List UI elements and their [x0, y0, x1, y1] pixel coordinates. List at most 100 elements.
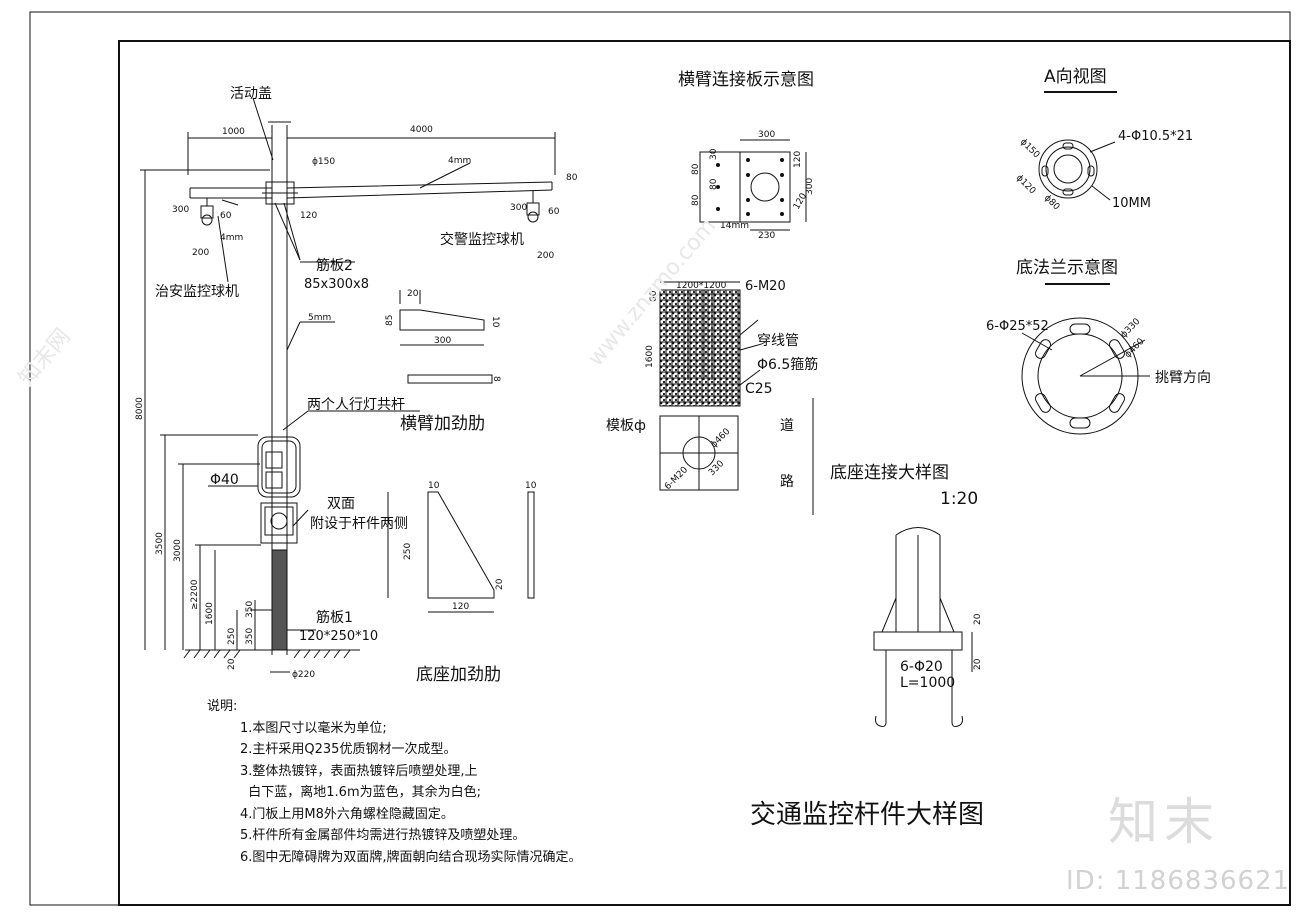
note-item: 4.门板上用M8外六角螺栓隐藏固定。 [240, 806, 454, 822]
base-flange-detail [1021, 317, 1150, 435]
dim-300-right: 300 [510, 203, 527, 213]
label-road-1: 道 [780, 418, 794, 434]
label-view-a-holes: 4-Φ10.5*21 [1118, 129, 1193, 144]
dim-cp-120: 120 [793, 151, 803, 168]
dim-8000: 8000 [135, 397, 145, 420]
note-item: 2.主杆采用Q235优质钢材一次成型。 [240, 742, 457, 757]
dim-60-left: 60 [220, 211, 232, 221]
label-security-camera: 治安监控球机 [155, 284, 239, 300]
label-road-2: 路 [780, 474, 794, 490]
dim-fd-1600: 1600 [645, 345, 655, 368]
main-title: 交通监控杆件大样图 [750, 800, 984, 830]
title-base-rib: 底座加劲肋 [416, 665, 501, 685]
note-item: 白下蓝，离地1.6m为蓝色，其余为白色; [240, 785, 481, 800]
label-bf-holes: 6-Φ25*52 [986, 319, 1049, 334]
dim-fd-330: 330 [707, 459, 726, 478]
note-item: 1.本图尺寸以毫米为单位; [240, 720, 387, 736]
dim-va-150: ϕ150 [1018, 137, 1042, 161]
dim-pipe-150: ϕ150 [312, 157, 335, 167]
dim-300-left: 300 [172, 205, 189, 215]
dim-cp-14: 14mm [720, 221, 749, 231]
dim-cp-30: 30 [709, 148, 719, 160]
label-rib1-size: 120*250*10 [299, 629, 378, 644]
dim-60-right: 60 [548, 207, 560, 217]
dim-1000: 1000 [222, 127, 245, 137]
title-view-a: A向视图 [1044, 67, 1107, 87]
dim-220: ϕ220 [292, 670, 315, 680]
dim-cp-300-side: 300 [805, 178, 815, 195]
title-arm-rib: 横臂加劲肋 [400, 414, 485, 434]
dim-250: 250 [227, 628, 237, 645]
dim-120: 120 [300, 211, 317, 221]
label-fd-template: 模板ф [606, 418, 646, 434]
label-phi40: Φ40 [210, 472, 239, 488]
label-fd-m20: 6-M20 [663, 465, 690, 492]
label-fd-stirrup: Φ6.5箍筋 [757, 356, 818, 373]
title-conn-plate: 横臂连接板示意图 [678, 70, 814, 90]
dim-1600: 1600 [205, 602, 215, 625]
label-bf-direction: 挑臂方向 [1155, 370, 1211, 386]
dim-armrib-10: 10 [490, 316, 500, 328]
dim-cp-300-top: 300 [758, 130, 775, 140]
pole-elevation [140, 97, 556, 673]
dim-va-120: ϕ120 [1014, 173, 1038, 197]
watermark-id: ID: 1186836621 [1066, 866, 1291, 896]
label-both-sides: 附设于杆件两侧 [310, 516, 408, 532]
title-base-detail: 底座连接大样图 [830, 463, 949, 483]
dim-3000: 3000 [173, 539, 183, 562]
label-rib2-name: 筋板2 [316, 257, 353, 274]
dim-200-left: 200 [192, 248, 209, 258]
title-base-flange: 底法兰示意图 [1016, 258, 1118, 278]
label-top-cap: 活动盖 [230, 86, 272, 102]
dim-cp-80c: 80 [691, 194, 701, 206]
dim-armrib-20: 20 [407, 289, 419, 299]
label-va-thickness: 10MM [1112, 196, 1151, 211]
label-anchor: 6-Φ20 [900, 659, 943, 675]
label-fd-conduit: 穿线管 [757, 333, 799, 349]
dim-baserib-120: 120 [452, 602, 469, 612]
label-fd-concrete: C25 [745, 381, 773, 397]
dim-fd-460: ϕ460 [709, 427, 733, 451]
base-connection-detail [873, 527, 973, 727]
dim-20: 20 [227, 658, 237, 670]
notes-heading: 说明: [207, 699, 238, 714]
label-fd-bolts: 6-M20 [745, 279, 786, 294]
label-shared-pole: 两个人行灯共杆 [307, 397, 405, 413]
dim-baserib-10a: 10 [428, 481, 440, 491]
dim-3500: 3500 [155, 532, 165, 555]
dim-bd-20b: 20 [973, 658, 983, 670]
dim-cp-230: 230 [758, 231, 775, 241]
label-rib2-size: 85x300x8 [304, 277, 369, 292]
watermark-brand: 知末 [1108, 793, 1220, 851]
note-item: 3.整体热镀锌，表面热镀锌后喷塑处理,上 [240, 763, 478, 779]
base-rib-detail [387, 491, 535, 613]
dim-fd-60: 60 [649, 290, 659, 302]
notes-block: 说明: 1.本图尺寸以毫米为单位; 2.主杆采用Q235优质钢材一次成型。 3.… [207, 696, 582, 868]
note-item: 5.杆件所有金属部件均需进行热镀锌及喷塑处理。 [240, 828, 526, 843]
dim-baserib-10b: 10 [525, 481, 537, 491]
dim-2200: ≥2200 [190, 579, 200, 610]
dim-200-right: 200 [537, 251, 554, 261]
label-traffic-camera: 交警监控球机 [440, 231, 524, 248]
dim-pole-5mm: 5mm [308, 313, 331, 323]
dim-arm-4mm: 4mm [448, 156, 471, 166]
dim-350-a: 350 [245, 601, 255, 618]
dim-armrib-85: 85 [385, 315, 395, 326]
arm-rib-detail [399, 290, 493, 384]
note-item: 6.图中无障碍牌为双面牌,牌面朝向结合现场实际情况确定。 [240, 849, 582, 865]
label-base-scale: 1:20 [940, 489, 978, 509]
label-double-sided: 双面 [327, 496, 355, 512]
dim-bd-20a: 20 [973, 613, 983, 625]
inner-border [118, 40, 1291, 906]
dim-cp-80b: 80 [709, 178, 719, 190]
dim-80: 80 [566, 173, 578, 183]
view-a-detail [1038, 139, 1116, 201]
dim-4000: 4000 [410, 125, 433, 135]
dim-cp-80a: 80 [691, 163, 701, 175]
label-anchor-length: L=1000 [900, 675, 955, 691]
dim-fd-size: 1200*1200 [676, 281, 727, 291]
connection-plate-detail [699, 139, 807, 231]
dim-armrib-300: 300 [434, 336, 451, 346]
label-rib1-name: 筋板1 [316, 609, 353, 626]
